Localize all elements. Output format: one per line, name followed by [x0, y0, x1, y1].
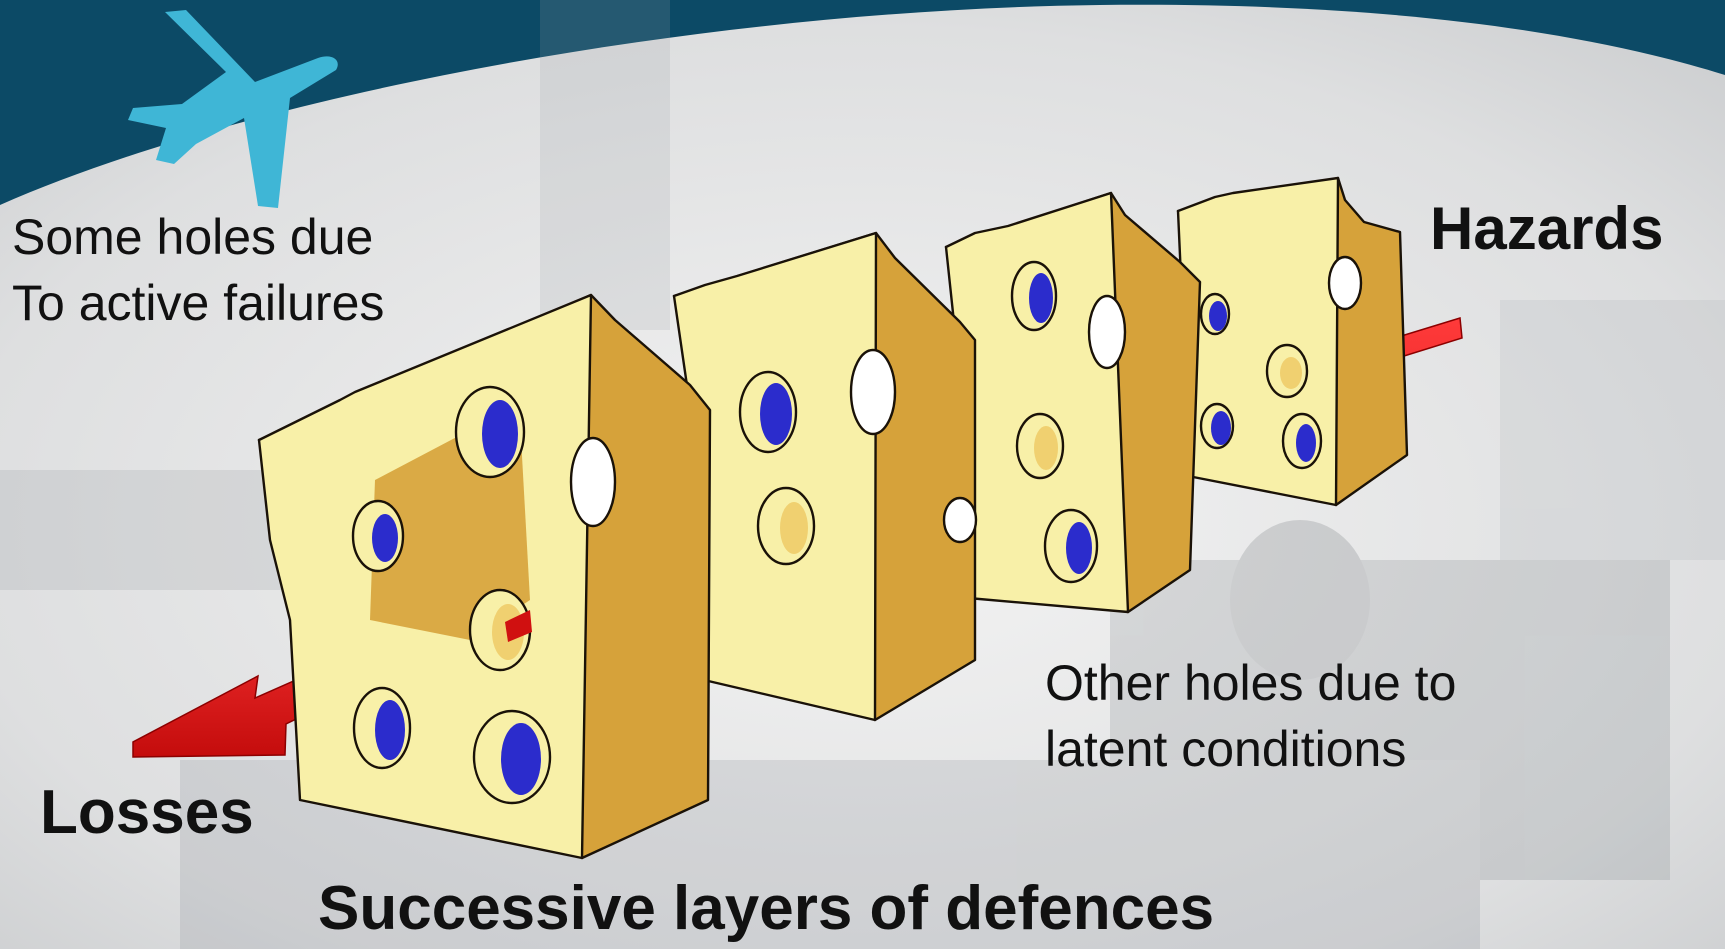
defence-layer-4 — [1178, 178, 1407, 505]
diagram-title: Successive layers of defences — [318, 872, 1214, 946]
defence-layer-3 — [946, 193, 1200, 612]
losses-label: Losses — [40, 776, 254, 850]
latent-conditions-label-line1: Other holes due to — [1045, 650, 1456, 716]
latent-conditions-label-line2: latent conditions — [1045, 716, 1406, 782]
active-failures-label-line2: To active failures — [12, 270, 384, 336]
defence-layer-2 — [674, 233, 976, 720]
active-failures-label-line1: Some holes due — [12, 204, 373, 270]
hazards-label: Hazards — [1430, 193, 1663, 265]
